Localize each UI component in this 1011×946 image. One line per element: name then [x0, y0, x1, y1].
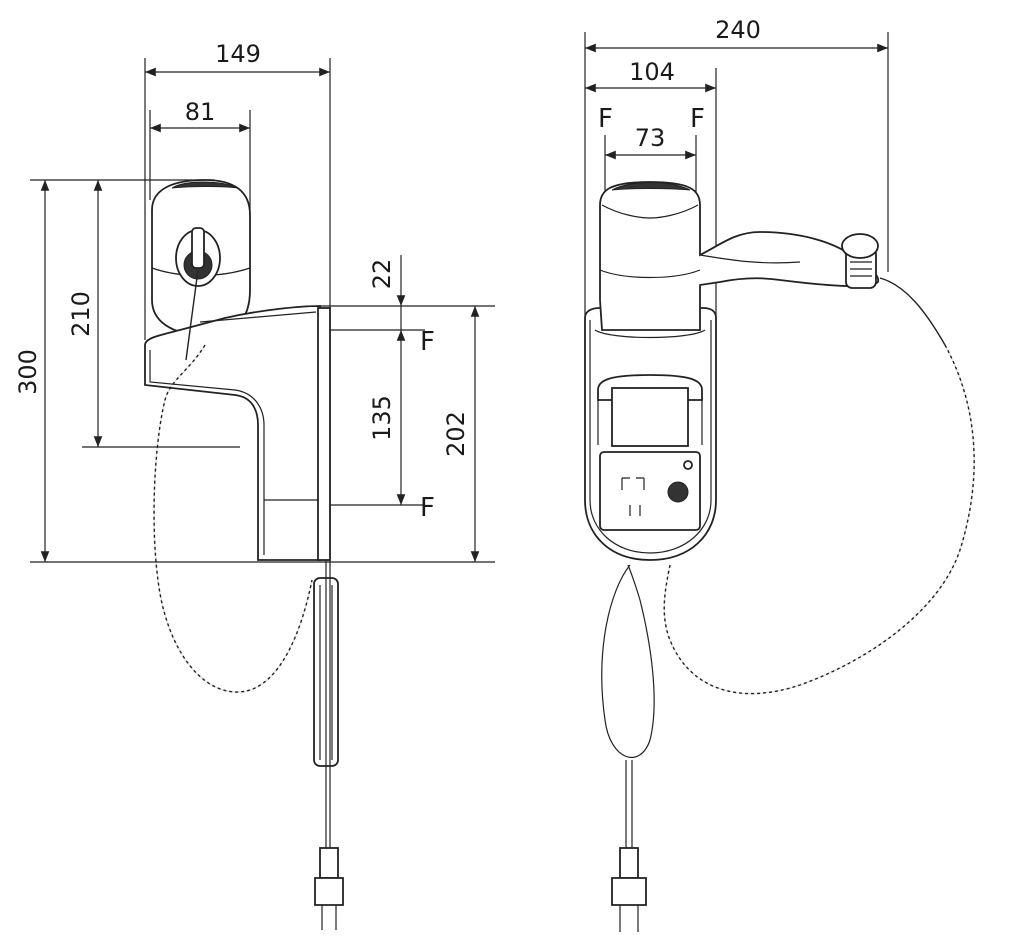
- side-view: 149 81 300 210 22 135 202 F F: [14, 40, 495, 930]
- fixing-label-top: F: [420, 327, 435, 357]
- fixing-label-bottom: F: [420, 493, 435, 523]
- dryer-front: [599, 181, 880, 331]
- hang-loop: [841, 233, 879, 259]
- coiled-cord-front: [663, 277, 975, 695]
- power-cord-side: [313, 560, 344, 930]
- dim-label-300: 300: [14, 349, 42, 395]
- front-view: 240 104 73 F F: [584, 16, 975, 932]
- dim-label-73: 73: [635, 124, 666, 152]
- fixing-label-left: F: [598, 104, 613, 134]
- holder-side: [144, 305, 331, 561]
- dim-label-240: 240: [715, 16, 761, 44]
- dim-label-149: 149: [215, 40, 261, 68]
- switch-button-icon: [667, 481, 689, 503]
- dim-label-104: 104: [629, 58, 675, 86]
- dim-label-210: 210: [67, 291, 95, 337]
- holder-front: [584, 307, 717, 561]
- dryer-head-side: [151, 179, 251, 336]
- socket-panel: [599, 451, 701, 531]
- power-cord-front: [601, 564, 655, 932]
- dim-label-22: 22: [368, 259, 396, 290]
- dim-label-202: 202: [442, 411, 470, 457]
- dim-label-135: 135: [368, 395, 396, 441]
- fixing-label-right: F: [690, 104, 705, 134]
- coiled-cord-side: [153, 269, 313, 693]
- dim-label-81: 81: [185, 98, 216, 126]
